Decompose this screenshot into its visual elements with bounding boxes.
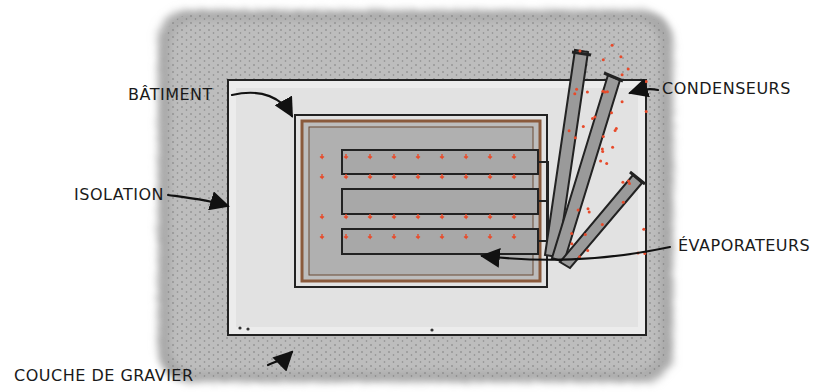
heat-dot [599,160,602,163]
heat-dot [645,110,648,113]
heat-dot [645,80,648,83]
gravel-layer [158,10,673,382]
heat-dot [587,207,590,210]
heat-dot [621,100,624,103]
heat-dot [568,129,571,132]
heat-tick [512,214,516,218]
heat-dot [579,50,582,53]
heat-tick [488,214,492,218]
heat-tick [344,234,348,238]
heat-tick [464,174,468,178]
insulation-slab [228,80,646,335]
heat-dot [584,233,587,236]
heat-tick [440,214,444,218]
heat-tick [464,234,468,238]
heat-dot [611,146,614,149]
heat-tick [416,214,420,218]
heat-tick [392,214,396,218]
heat-tick [464,154,468,158]
callout-label: ISOLATION [74,186,164,204]
heat-tick [344,214,348,218]
heat-dot [577,209,580,212]
heat-dot [601,148,604,151]
heat-dot [621,73,624,76]
heat-tick [344,154,348,158]
heat-tick [440,154,444,158]
callout-label: ÉVAPORATEURS [678,237,810,255]
heat-dot [602,58,605,61]
heat-dot [602,135,605,138]
heat-dot [605,162,608,165]
heat-tick [320,154,324,158]
heat-dot [611,44,614,47]
heat-tick [320,214,324,218]
heat-dot [575,88,578,91]
heat-dot [573,92,576,95]
heat-dot [578,255,581,258]
heat-dot [601,223,604,226]
heat-dot [621,181,624,184]
evaporator-tubes [342,150,548,254]
leader-arrows [168,89,670,365]
heat-tick [416,154,420,158]
heat-markers [320,44,648,258]
heat-tick [416,174,420,178]
callout-label: CONDENSEURS [662,80,791,98]
heat-dot [591,117,594,120]
heat-tick [512,234,516,238]
heat-tick [488,154,492,158]
heat-dot [586,91,589,94]
heat-tick [392,154,396,158]
condenser-pipes [545,50,645,268]
heat-dot [628,182,631,185]
heat-tick [344,174,348,178]
heat-dot [570,242,573,245]
heat-dot [627,179,630,182]
heat-tick [440,174,444,178]
heat-dot [574,136,577,139]
heat-tick [320,174,324,178]
heat-tick [392,174,396,178]
heat-dot [582,125,585,128]
heat-dot [586,249,589,252]
heat-dot [604,90,607,93]
heat-tick [464,214,468,218]
heat-dot [615,127,618,130]
heat-tick [368,174,372,178]
heat-dot [627,68,630,71]
callout-label: BÂTIMENT [128,86,213,104]
heat-dot [619,55,622,58]
heat-tick [368,154,372,158]
heat-tick [440,234,444,238]
heat-dot [622,201,625,204]
heat-tick [368,214,372,218]
heat-tick [512,174,516,178]
heat-tick [320,234,324,238]
heat-dot [588,210,591,213]
heat-tick [488,174,492,178]
building [295,115,547,287]
heat-dot [642,228,645,231]
callout-label: COUCHE DE GRAVIER [14,367,194,385]
heat-tick [368,234,372,238]
heat-tick [512,154,516,158]
heat-dot [570,232,573,235]
heat-dot [610,111,613,114]
heat-tick [392,234,396,238]
heat-tick [488,234,492,238]
heat-tick [416,234,420,238]
